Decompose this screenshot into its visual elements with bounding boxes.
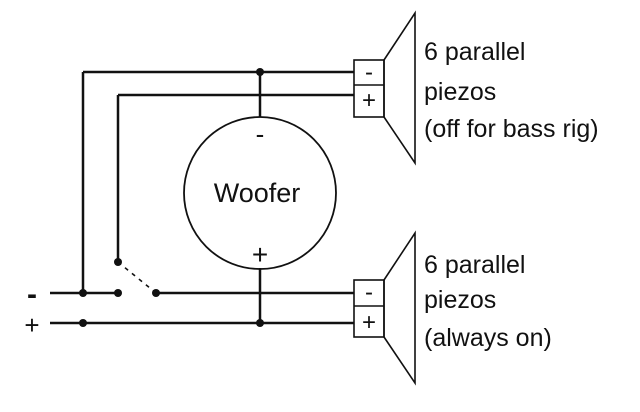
bottom-tweeter-cone xyxy=(383,230,416,386)
bottom-tweeter-label-line-3: (always on) xyxy=(424,324,552,352)
bottom-tweeter-minus-sign: - xyxy=(365,279,373,306)
switch-contact xyxy=(114,289,122,297)
bottom-tweeter: - + xyxy=(353,230,416,386)
bottom-tweeter-label-line-2: piezos xyxy=(424,286,496,314)
junction-dot xyxy=(79,319,87,327)
input-minus-sign: - xyxy=(27,278,37,311)
top-tweeter-label-line-1: 6 parallel xyxy=(424,38,525,66)
woofer-circle xyxy=(183,116,337,270)
top-tweeter-label-line-2: piezos xyxy=(424,78,496,106)
bottom-tweeter-label-line-1: 6 parallel xyxy=(424,251,525,279)
top-tweeter-cone xyxy=(383,10,416,166)
woofer-plus-sign: + xyxy=(252,239,268,270)
top-tweeter-plus-sign: + xyxy=(362,87,376,114)
top-tweeter-minus-sign: - xyxy=(365,59,373,86)
woofer-label: Woofer xyxy=(214,178,301,208)
switch-lever xyxy=(117,261,157,294)
woofer-minus-sign: - xyxy=(256,119,265,149)
top-tweeter: - + xyxy=(353,10,416,166)
top-tweeter-label-line-3: (off for bass rig) xyxy=(424,115,599,143)
bottom-tweeter-plus-sign: + xyxy=(362,309,376,336)
input-plus-sign: + xyxy=(24,310,39,340)
